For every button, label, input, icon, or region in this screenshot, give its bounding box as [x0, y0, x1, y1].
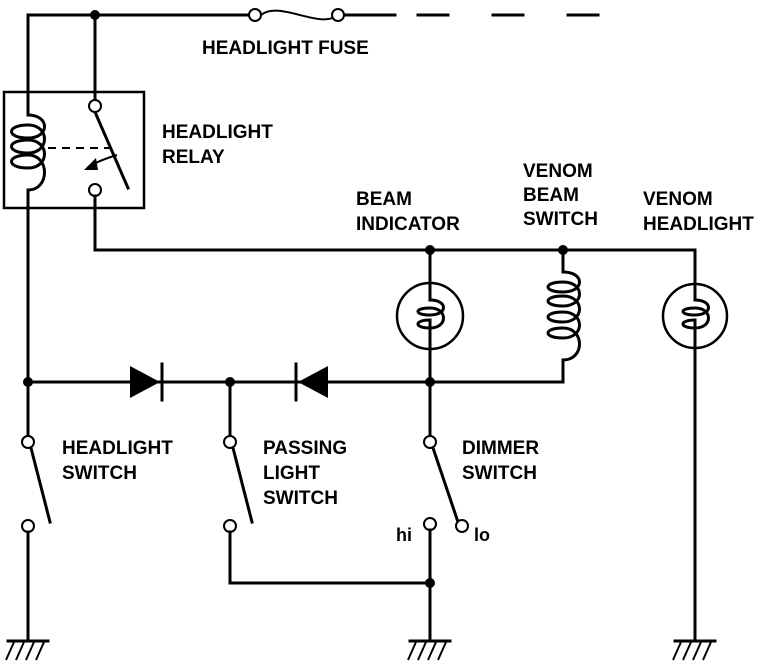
headlight-relay-box — [2, 90, 146, 210]
dimmer-lo-label: lo — [474, 525, 490, 545]
headlight-fuse — [248, 8, 345, 22]
headlight-switch-label: HEADLIGHT SWITCH — [62, 438, 178, 484]
headlight-switch — [21, 435, 52, 642]
relay-coil — [10, 90, 46, 210]
diode-bus-wire — [26, 206, 565, 439]
venom-headlight-lamp — [661, 248, 729, 642]
venom-beam-switch-label: VENOM BEAM SWITCH — [523, 161, 598, 230]
venom-headlight-label: VENOM HEADLIGHT — [643, 189, 754, 235]
dimmer-switch-label: DIMMER SWITCH — [462, 438, 544, 484]
fuse-junction-dot — [90, 10, 100, 20]
passing-light-switch — [223, 380, 432, 585]
relay-contact — [84, 99, 130, 197]
beam-indicator-label: BEAM INDICATOR — [356, 189, 460, 235]
top-bus-wire — [26, 13, 397, 102]
venom-beam-switch-coil — [546, 248, 581, 384]
left-junction-dot — [23, 377, 33, 387]
dimmer-switch — [423, 380, 469, 642]
headlight-relay-label: HEADLIGHT RELAY — [162, 122, 278, 168]
high-beam-bus-wire — [93, 194, 697, 252]
headlight-fuse-label: HEADLIGHT FUSE — [202, 38, 369, 59]
diode-right — [294, 362, 328, 402]
diode-left — [130, 362, 164, 402]
ground-symbol-right — [672, 639, 717, 661]
ground-symbol-left — [5, 639, 50, 661]
ground-symbol-middle — [407, 639, 452, 661]
dimmer-hi-junction-dot — [425, 578, 435, 588]
dimmer-hi-label: hi — [396, 525, 412, 545]
passing-light-switch-label: PASSING LIGHT SWITCH — [263, 438, 352, 509]
beam-indicator-lamp — [395, 248, 465, 384]
